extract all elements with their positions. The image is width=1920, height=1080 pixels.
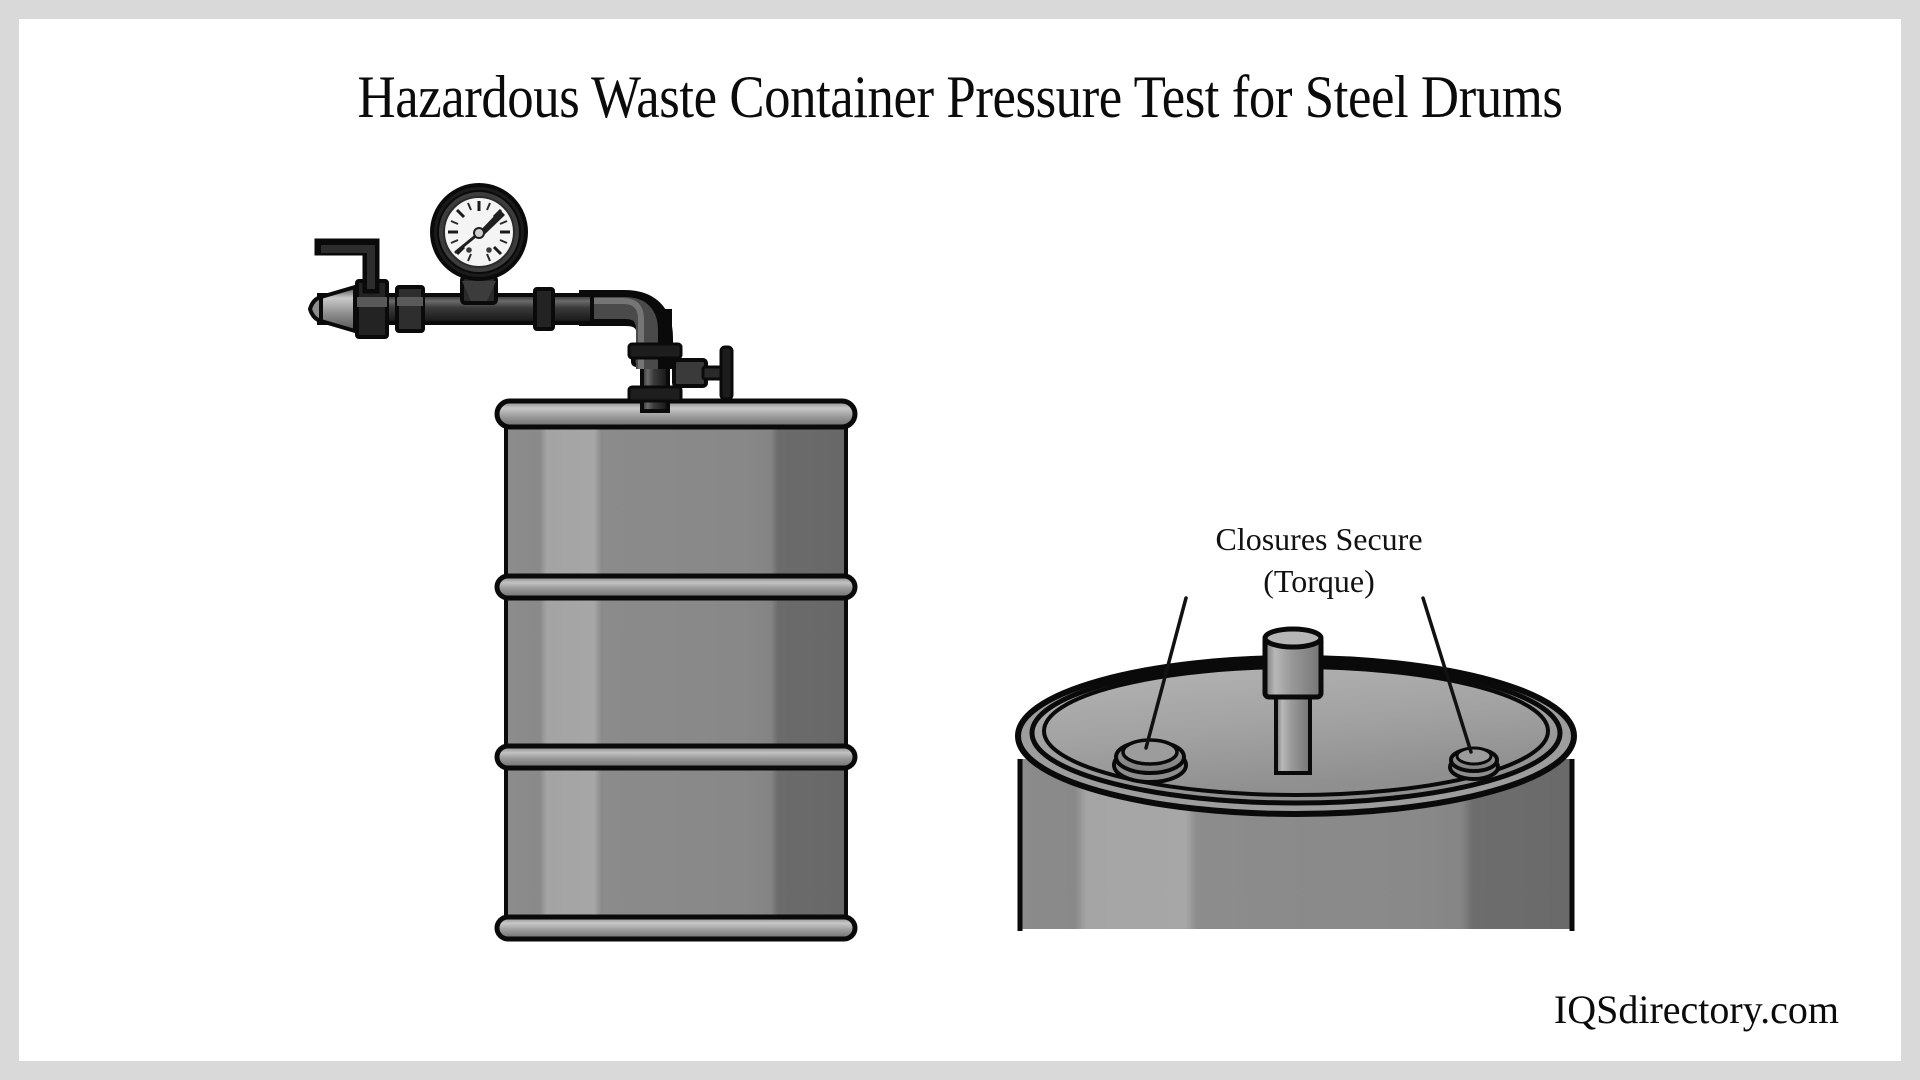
elbow-highlight bbox=[579, 298, 644, 369]
center-test-fitting bbox=[1262, 626, 1324, 775]
pressure-test-pipe-assembly bbox=[308, 238, 734, 413]
callout-leader-left bbox=[1144, 596, 1188, 750]
diagram-canvas: Hazardous Waste Container Pressure Test … bbox=[19, 19, 1901, 1061]
fitting-cap-top bbox=[1262, 626, 1324, 650]
valve-handwheel[interactable] bbox=[719, 345, 734, 401]
gauge-mark-left bbox=[466, 247, 472, 253]
gauge-socket-taper bbox=[462, 281, 496, 301]
left-drum-figure bbox=[308, 183, 1577, 942]
valve-stem-body bbox=[672, 358, 708, 388]
callout-line-1: Closures Secure bbox=[1215, 521, 1423, 557]
large-bung-cap bbox=[1121, 738, 1179, 766]
left-drum-body bbox=[494, 398, 858, 942]
tee-fitting-highlight bbox=[357, 297, 387, 307]
gauge-needle-tail bbox=[454, 232, 480, 254]
nozzle-cone bbox=[319, 285, 357, 333]
watermark-iqsdirectory: IQSdirectory.com bbox=[1553, 987, 1839, 1032]
small-bung-closure[interactable] bbox=[1448, 746, 1500, 781]
gauge-minor-ticks bbox=[450, 202, 508, 262]
rolling-hoop-lower bbox=[494, 743, 858, 771]
callout-leader-right bbox=[1421, 596, 1473, 754]
pipe-coupling-right bbox=[533, 287, 555, 331]
drum-top-chime bbox=[494, 398, 858, 430]
gauge-needle-hub bbox=[473, 227, 485, 239]
pressure-gauge[interactable] bbox=[430, 183, 528, 305]
nozzle-tip bbox=[308, 295, 323, 323]
gauge-mark-right bbox=[486, 247, 492, 253]
pipe-coupling-hex bbox=[395, 285, 425, 333]
right-drum-figure bbox=[1015, 596, 1577, 931]
page-title: Hazardous Waste Container Pressure Test … bbox=[357, 64, 1563, 130]
closures-secure-callout: Closures Secure (Torque) bbox=[1109, 519, 1529, 602]
tee-lever-highlight bbox=[321, 245, 375, 289]
pipe-coupling-highlight bbox=[397, 297, 423, 306]
large-bung-closure[interactable] bbox=[1112, 738, 1188, 784]
rolling-hoop-upper bbox=[494, 573, 858, 601]
fitting-shaft bbox=[1274, 689, 1312, 775]
drum-bottom-chime bbox=[494, 914, 858, 942]
drum-shell bbox=[504, 415, 848, 931]
callout-line-2: (Torque) bbox=[1263, 562, 1375, 599]
valve-flange-top bbox=[627, 342, 683, 360]
valve-flange-bottom bbox=[627, 385, 683, 403]
small-bung-cap bbox=[1455, 746, 1493, 766]
